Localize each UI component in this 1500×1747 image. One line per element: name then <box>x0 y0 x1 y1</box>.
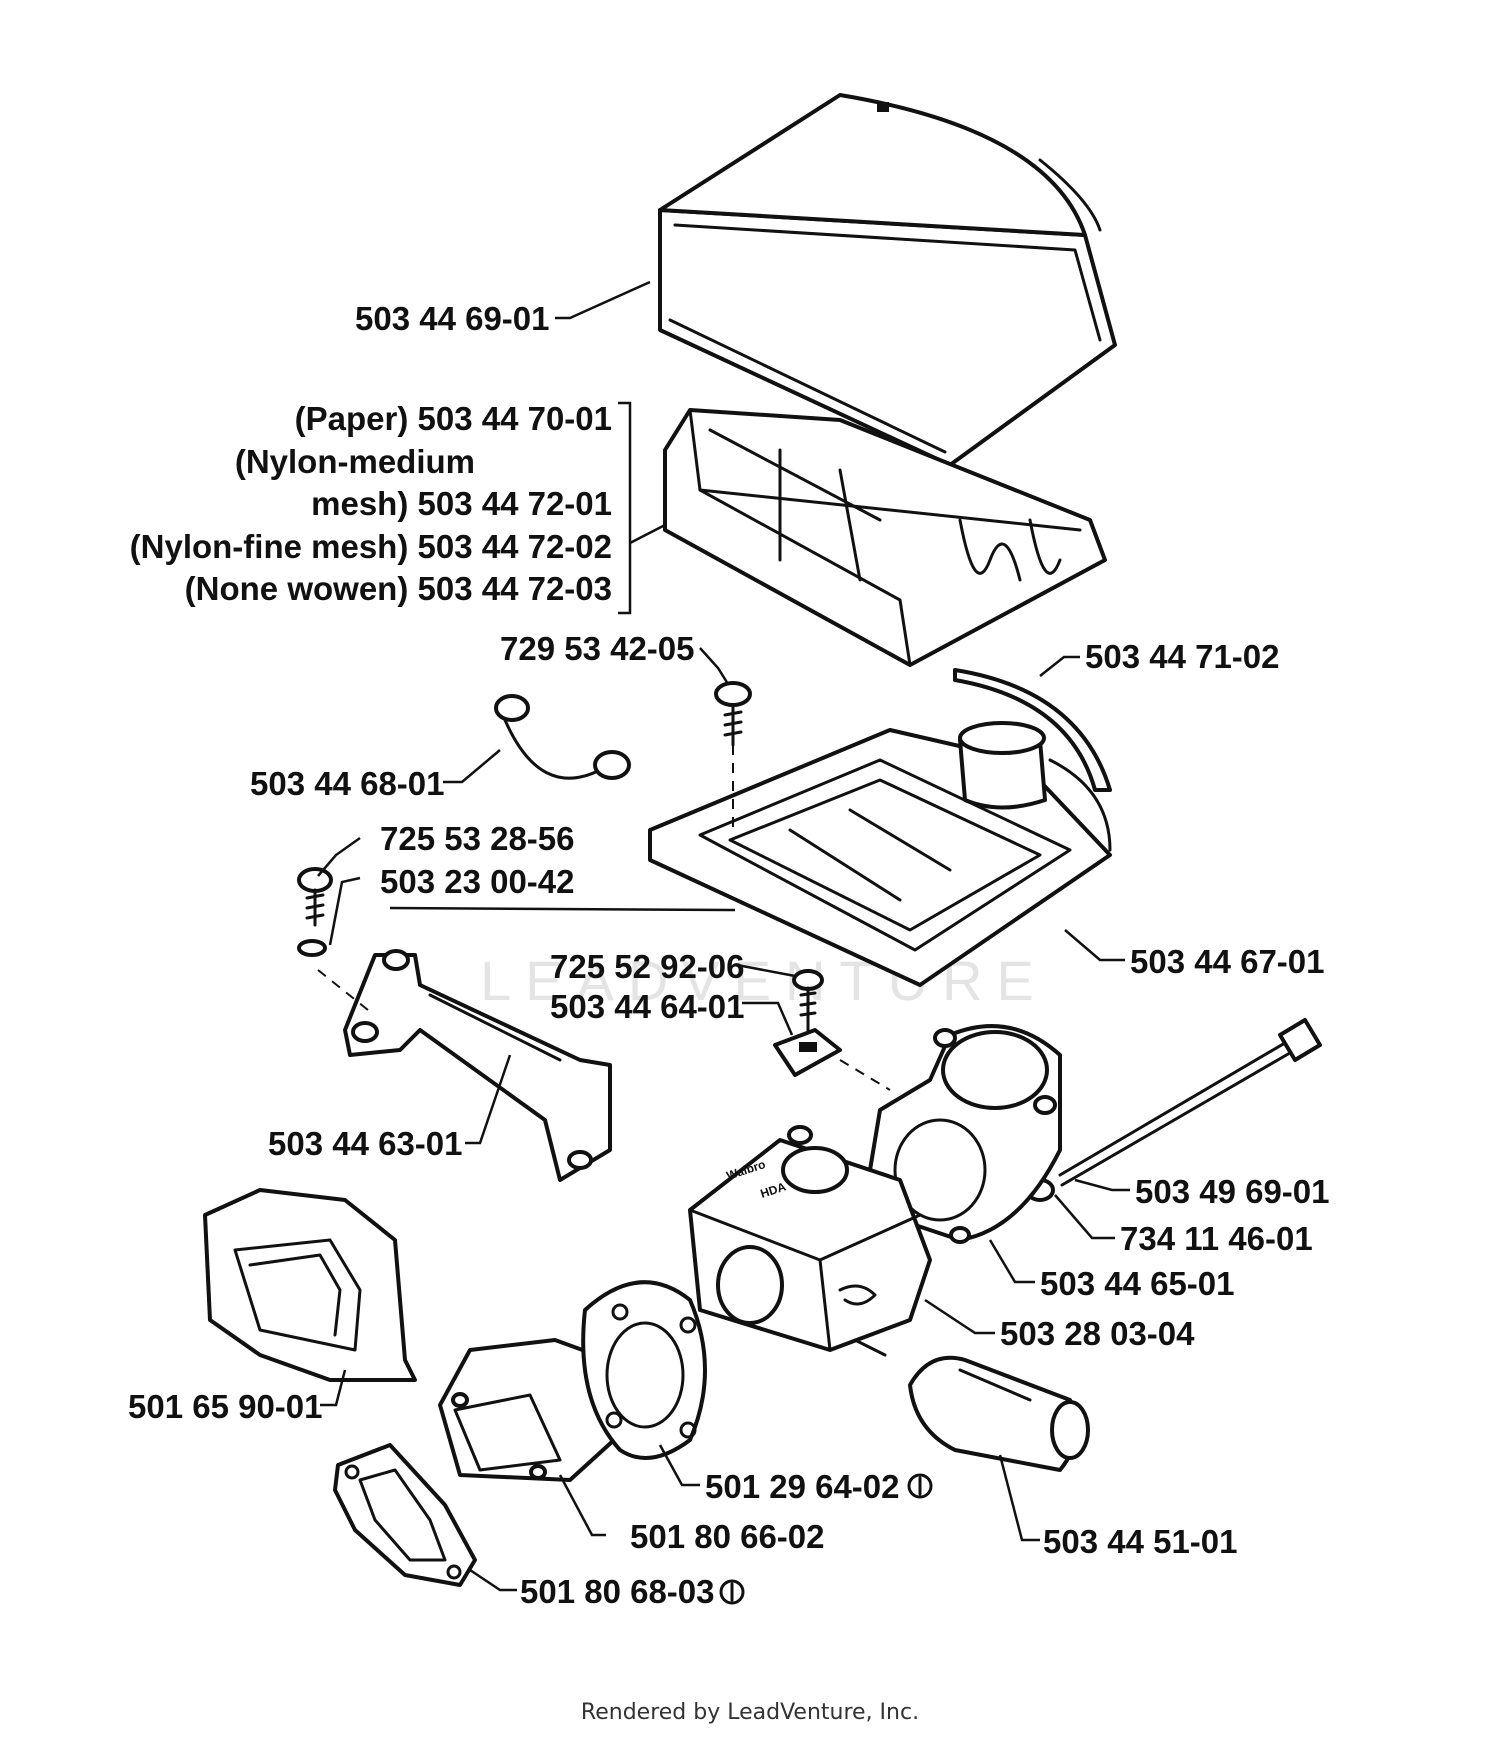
label-bracket: 503 44 63-01 <box>268 1125 463 1162</box>
label-carb-elbow: 503 44 65-01 <box>1040 1265 1235 1302</box>
circled-one-icon <box>719 1579 745 1605</box>
leader-line <box>389 906 735 912</box>
bracket-part <box>343 949 612 1182</box>
filter-base-part <box>648 721 1112 987</box>
leader-line <box>988 1239 1035 1284</box>
label-nut: 734 11 46-01 <box>1120 1220 1313 1257</box>
label-seal-strip: 503 44 71-02 <box>1085 638 1280 675</box>
leader-line <box>320 1369 347 1407</box>
label-filter-option-4: (Nylon-fine mesh) 503 44 72-02 <box>130 528 612 565</box>
leader-line <box>1064 929 1125 962</box>
carb-gasket-part <box>581 1280 707 1460</box>
leader-line <box>317 836 361 877</box>
air-filter-cover-part <box>658 93 1117 467</box>
label-fuel-hose-fitting: 503 44 51-01 <box>1043 1523 1238 1560</box>
label-carb-gasket: 501 29 64-02 <box>705 1468 900 1505</box>
label-filter-option-5: (None wowen) 503 44 72-03 <box>185 570 612 607</box>
leader-line <box>558 1474 606 1537</box>
leader-line <box>736 963 796 978</box>
intake-boot-part <box>203 1188 417 1382</box>
screw-top-part <box>714 681 752 747</box>
leader-line <box>1074 1178 1130 1192</box>
leader-line <box>465 1054 512 1145</box>
leader-line <box>1039 655 1080 677</box>
label-flange-gasket: 501 80 68-03 <box>520 1573 715 1610</box>
label-washer: 503 23 00-42 <box>380 863 575 900</box>
leader-line <box>618 401 632 615</box>
assembly-line <box>839 1059 891 1091</box>
label-intake-flange: 501 80 66-02 <box>630 1518 825 1555</box>
label-screw-bracket: 725 53 28-56 <box>380 820 575 857</box>
label-choke-rod: 503 44 68-01 <box>250 765 445 802</box>
label-screw-top: 729 53 42-05 <box>500 630 695 667</box>
label-filter-base: 503 44 67-01 <box>1130 943 1325 980</box>
leader-line <box>555 280 651 320</box>
long-bolt-part <box>1058 1018 1322 1187</box>
clip-screw-part <box>792 969 824 1032</box>
label-intake-boot: 501 65 90-01 <box>128 1388 323 1425</box>
label-filter-option-1: (Paper) 503 44 70-01 <box>295 400 612 437</box>
carburetor-part: Walbro HDA <box>688 1125 932 1357</box>
leader-line <box>443 749 501 784</box>
leader-line <box>924 1298 995 1335</box>
label-long-bolt: 503 49 69-01 <box>1135 1173 1330 1210</box>
flange-gasket-part <box>333 1443 477 1587</box>
bracket-screw-part <box>297 867 333 957</box>
clip-part <box>773 1028 842 1077</box>
leader-line <box>998 1454 1040 1542</box>
label-air-filter-cover: 503 44 69-01 <box>355 300 550 337</box>
seal-strip-part <box>953 668 1112 792</box>
render-credit: Rendered by LeadVenture, Inc. <box>580 1700 920 1725</box>
leader-line <box>629 523 666 545</box>
leader-line <box>469 1568 517 1592</box>
leader-line <box>699 647 730 685</box>
leader-line <box>1054 1194 1115 1240</box>
label-carburetor: 503 28 03-04 <box>1000 1315 1195 1352</box>
leader-line <box>658 1444 700 1487</box>
fuel-hose-fitting-part <box>908 1355 1090 1472</box>
label-clip: 503 44 64-01 <box>550 988 745 1025</box>
label-filter-option-2: (Nylon-medium <box>235 443 475 480</box>
air-filter-element-part <box>663 408 1107 667</box>
choke-rod-part <box>494 694 631 780</box>
leader-line <box>742 1001 794 1036</box>
circled-one-icon <box>907 1473 933 1499</box>
label-clip-screw: 725 52 92-06 <box>550 948 745 985</box>
label-filter-option-3: mesh) 503 44 72-01 <box>311 485 612 522</box>
leader-line <box>328 876 361 946</box>
carb-elbow-part <box>868 1024 1062 1244</box>
